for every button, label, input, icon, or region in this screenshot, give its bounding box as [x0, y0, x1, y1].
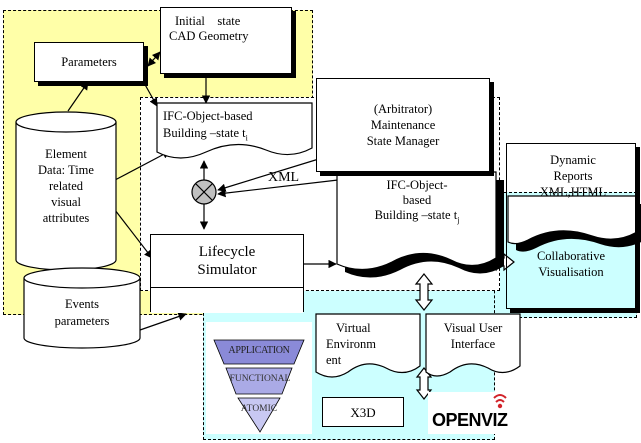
lifecycle-simulator-footer: [151, 288, 303, 313]
initial-state-line1: Initial state: [175, 14, 241, 28]
virtual-environment-text: Virtual Environm ent: [326, 320, 376, 368]
ifc-state-j-line3: Building –state tj: [374, 208, 460, 225]
events-line2: parameters: [54, 314, 110, 328]
ifc-state-i-line1: IFC-Object-based: [163, 109, 253, 123]
initial-state-box: Initial state CAD Geometry: [160, 7, 292, 74]
element-data-line1: Element: [45, 147, 87, 161]
right-panel-frame: [506, 143, 636, 309]
element-data-line3: related: [48, 179, 83, 193]
parameters-label: Parameters: [61, 54, 117, 69]
arrow-events-to-simulator: [139, 312, 187, 331]
lifecycle-simulator-line2: Simulator: [197, 262, 257, 278]
xml-label: XML: [268, 170, 300, 185]
element-data-text: Element Data: Time related visual attrib…: [16, 146, 116, 226]
visual-ui-line2: Interface: [450, 337, 496, 351]
element-data-line4: visual: [51, 195, 81, 209]
arbitrator-line2: Maintenance: [370, 118, 436, 132]
lifecycle-simulator-box: Lifecycle Simulator: [150, 234, 304, 313]
dynamic-reports-line1: Dynamic: [550, 153, 596, 167]
x3d-box: X3D: [322, 397, 404, 427]
ifc-state-i-text: IFC-Object-based Building –state ti: [163, 108, 253, 147]
x3d-label: X3D: [350, 404, 376, 420]
pyramid-application-label: APPLICATION: [228, 345, 290, 356]
ifc-state-j-line2: based: [402, 193, 432, 207]
collaborative-line2: Visualisation: [538, 265, 604, 279]
openviz-logo: OPENVIZ: [428, 392, 524, 434]
dynamic-reports-line2: Reports: [553, 169, 593, 183]
arbitrator-box: (Arbitrator) Maintenance State Manager: [316, 78, 490, 172]
virtual-environment-line2: Environm: [326, 337, 376, 351]
arbitrator-line1: (Arbitrator): [373, 102, 433, 116]
collaborative-text: Collaborative Visualisation: [508, 248, 634, 280]
lifecycle-simulator-label: Lifecycle Simulator: [151, 235, 303, 288]
events-line1: Events: [64, 297, 100, 311]
pyramid-atomic-label: ATOMIC: [240, 404, 278, 414]
collaborative-line1: Collaborative: [536, 249, 606, 263]
dynamic-reports-text: Dynamic Reports XML,HTML: [510, 152, 636, 200]
arbitrator-line3: State Manager: [366, 134, 440, 148]
parameters-box: Parameters: [34, 42, 144, 82]
virtual-environment-line3: ent: [326, 353, 342, 367]
ifc-state-j-text: IFC-Object- based Building –state tj: [341, 178, 493, 228]
ifc-state-i-line2: Building –state ti: [163, 126, 248, 143]
ifc-state-j-line1: IFC-Object-: [386, 178, 448, 192]
lifecycle-simulator-line1: Lifecycle: [198, 244, 256, 260]
element-data-line5: attributes: [42, 211, 90, 225]
initial-state-line2: CAD Geometry: [169, 29, 249, 43]
visual-ui-line1: Visual User: [443, 321, 503, 335]
element-data-line2: Data: Time: [38, 163, 94, 177]
events-text: Events parameters: [24, 296, 140, 330]
dynamic-reports-line3: XML,HTML: [539, 185, 607, 199]
visual-ui-text: Visual User Interface: [428, 320, 518, 352]
pyramid-functional-label: FUNCTIONAL: [229, 374, 291, 384]
openviz-logo-text: OPENVIZ: [432, 410, 508, 430]
virtual-environment-line1: Virtual: [336, 321, 371, 335]
openviz-mark-icon: [493, 394, 507, 409]
